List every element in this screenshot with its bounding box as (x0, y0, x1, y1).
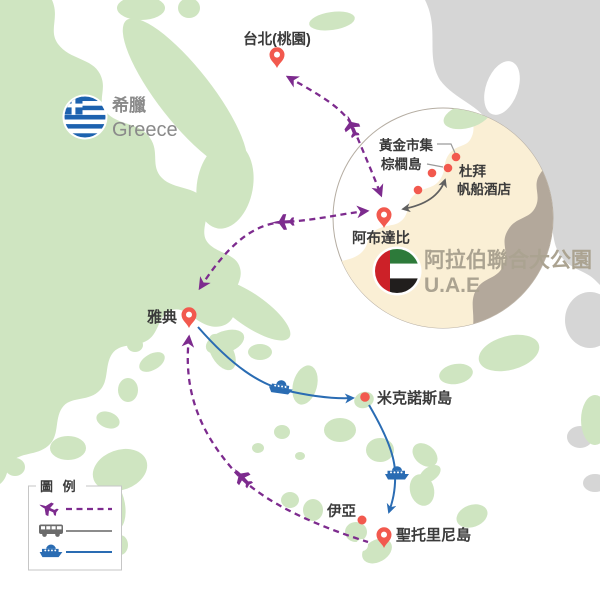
greece-name-en: Greece (112, 119, 178, 141)
santorini-label: 聖托里尼島 (396, 526, 471, 544)
uae-flag-icon (372, 246, 422, 296)
athens-label: 雅典 (146, 308, 177, 326)
route-santorini-athens (181, 334, 369, 544)
route-abudhabi-dubai-bus (401, 178, 447, 213)
plane-icon (271, 213, 295, 231)
ferry-icon (385, 466, 409, 480)
palm-island-connector (426, 163, 444, 168)
dubai-label: 杜拜 (459, 163, 486, 179)
routes (181, 75, 409, 544)
dot-mykonos[interactable] (360, 392, 370, 402)
pin-athens[interactable] (181, 307, 197, 328)
greece-flag-icon (62, 94, 108, 140)
dubai-stop-dots[interactable] (413, 152, 461, 195)
mykonos-label: 米克諾斯島 (377, 389, 452, 407)
taipei-label: 台北(桃園) (243, 30, 311, 48)
gold-souk-connector (437, 143, 456, 154)
ferry-icon (268, 378, 294, 396)
greece-landmass (0, 0, 355, 484)
legend-title: 圖 例 (40, 479, 79, 494)
burj-al-arab-label: 帆船酒店 (457, 181, 511, 197)
uae-inset-circle: 黃金市集 棕櫚島 杜拜 帆船酒店 阿布達比 阿拉伯聯合大公園 U.A.E (332, 107, 592, 329)
abu-dhabi-label: 阿布達比 (352, 229, 410, 247)
aegean-islands (5, 279, 488, 564)
greece-name-zh: 希臘 (112, 95, 146, 115)
uae-name-en: U.A.E (424, 274, 480, 297)
markers: 台北(桃園) 雅典 米克諾斯島 伊亞 聖托里尼島 (146, 30, 471, 548)
palm-island-label: 棕櫚島 (380, 156, 422, 172)
pin-taipei[interactable] (269, 47, 285, 68)
oia-label: 伊亞 (326, 502, 356, 520)
legend: 圖 例 (28, 479, 122, 571)
plane-icon (340, 113, 363, 140)
uae-name-zh: 阿拉伯聯合大公園 (424, 248, 592, 272)
route-abudhabi-athens (198, 205, 370, 291)
gold-souk-label: 黃金市集 (378, 137, 433, 153)
dot-oia[interactable] (357, 515, 367, 525)
